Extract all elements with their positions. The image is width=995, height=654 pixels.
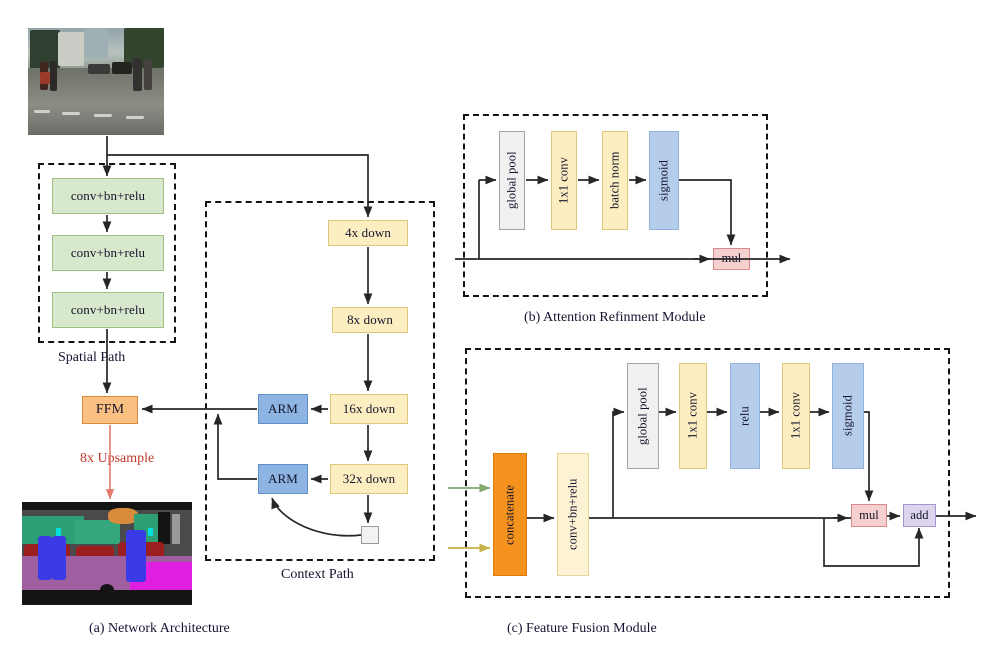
input-image — [28, 28, 164, 135]
arm-global-pool: global pool — [499, 131, 525, 230]
arm-batch-norm: batch norm — [602, 131, 628, 230]
spatial-path-label: Spatial Path — [58, 350, 126, 365]
context-path-group — [205, 201, 435, 561]
arm-module-group — [463, 114, 768, 297]
context-block-8x-down: 8x down — [332, 307, 408, 333]
arm-block-32x: ARM — [258, 464, 308, 494]
caption-b: (b) Attention Refinment Module — [524, 310, 706, 325]
output-segmentation-image — [22, 502, 192, 605]
ffm-sigmoid: sigmoid — [832, 363, 864, 469]
ffm-block: FFM — [82, 396, 138, 424]
ffm-conv-bn-relu: conv+bn+relu — [557, 453, 589, 576]
arm-block-16x: ARM — [258, 394, 308, 424]
ffm-concatenate: concatenate — [493, 453, 527, 576]
ffm-1x1-conv-2: 1x1 conv — [782, 363, 810, 469]
ffm-module-group — [465, 348, 950, 598]
spatial-conv-block-2: conv+bn+relu — [52, 235, 164, 271]
arm-mul-op: mul — [713, 248, 750, 270]
spatial-conv-block-1: conv+bn+relu — [52, 178, 164, 214]
context-path-label: Context Path — [281, 567, 354, 582]
ffm-global-pool: global pool — [627, 363, 659, 469]
ffm-1x1-conv-1: 1x1 conv — [679, 363, 707, 469]
ffm-add-op: add — [903, 504, 936, 527]
upsample-label: 8x Upsample — [80, 451, 155, 466]
arm-1x1-conv: 1x1 conv — [551, 131, 577, 230]
caption-c: (c) Feature Fusion Module — [507, 621, 657, 636]
spatial-conv-block-3: conv+bn+relu — [52, 292, 164, 328]
context-global-pool-node — [361, 526, 379, 544]
context-block-4x-down: 4x down — [328, 220, 408, 246]
context-block-16x-down: 16x down — [330, 394, 408, 424]
ffm-relu: relu — [730, 363, 760, 469]
ffm-mul-op: mul — [851, 504, 887, 527]
arm-sigmoid: sigmoid — [649, 131, 679, 230]
context-block-32x-down: 32x down — [330, 464, 408, 494]
caption-a: (a) Network Architecture — [89, 621, 230, 636]
